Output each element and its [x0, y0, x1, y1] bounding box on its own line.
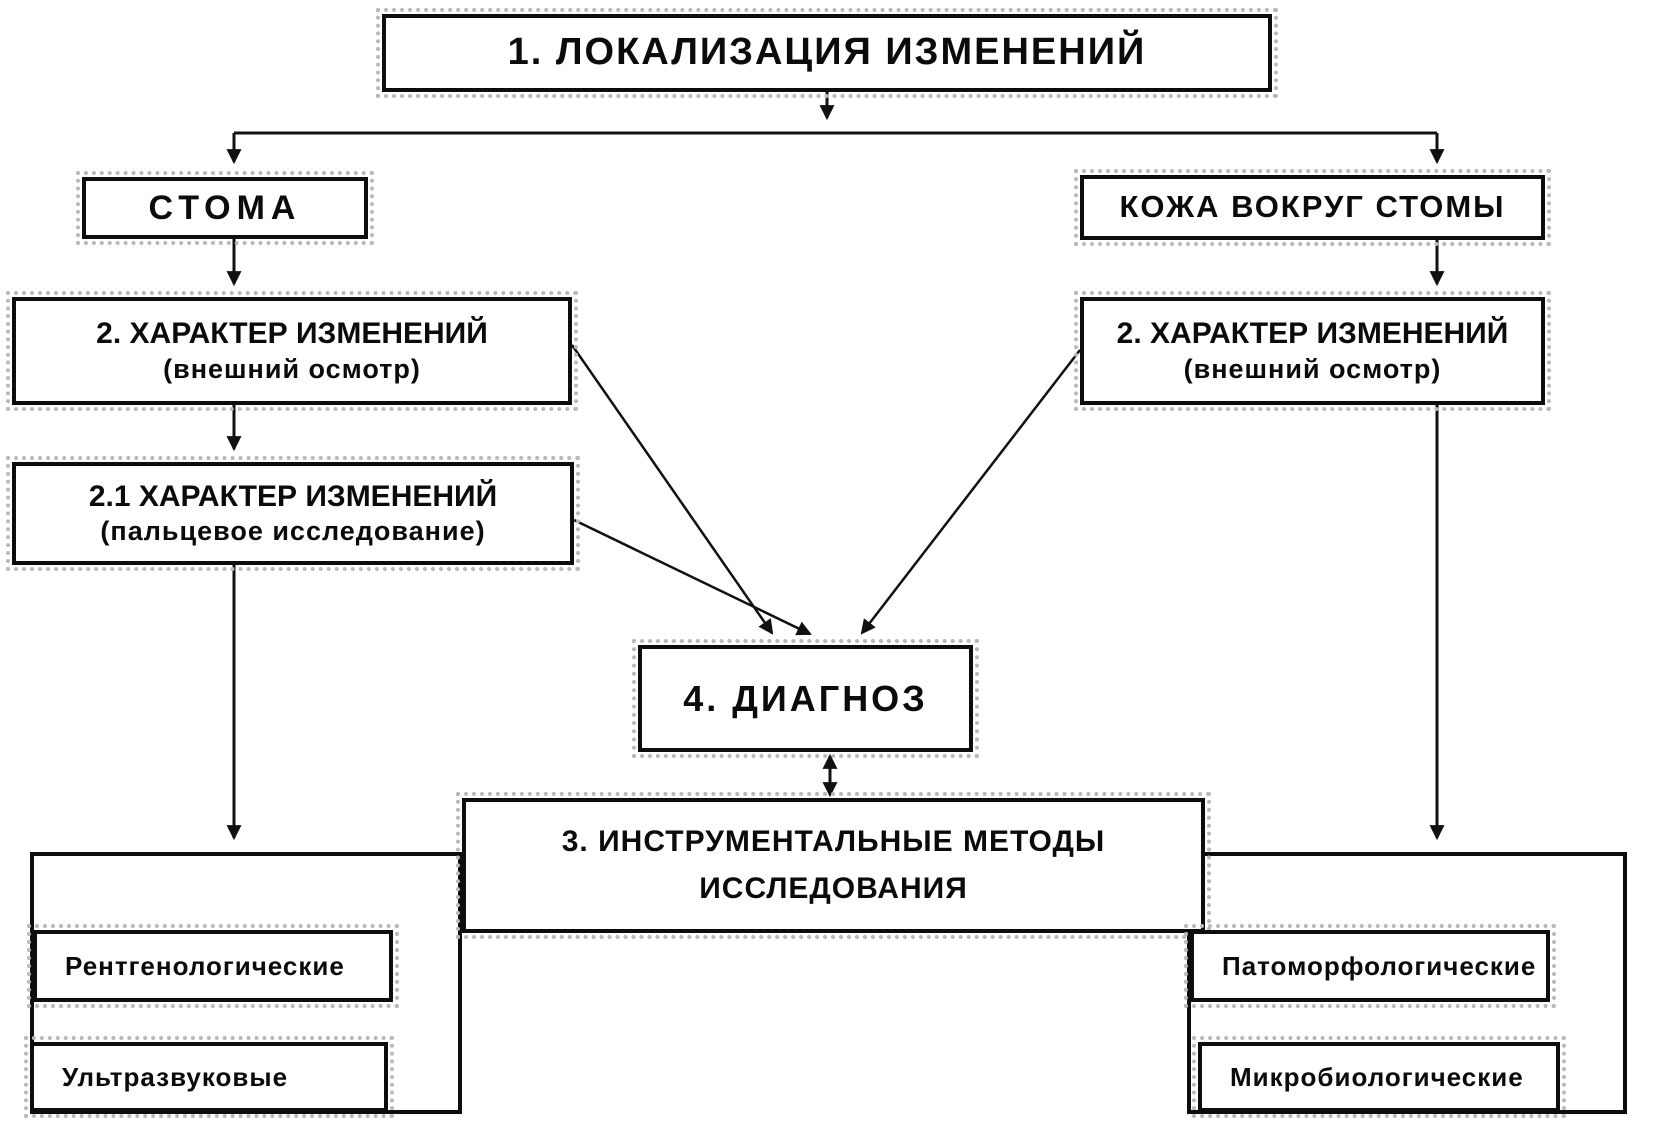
- node-ultrasound-label: Ультразвуковые: [62, 1061, 289, 1092]
- node-diagnosis-label: 4. ДИАГНОЗ: [683, 678, 928, 719]
- node-skin-label: КОЖА ВОКРУГ СТОМЫ: [1119, 189, 1506, 225]
- node-character-digital-label: 2.1 ХАРАКТЕР ИЗМЕНЕНИЙ: [88, 479, 498, 513]
- node-instrumental-label-line1: 3. ИНСТРУМЕНТАЛЬНЫЕ МЕТОДЫ: [561, 825, 1106, 858]
- node-localization-label: 1. ЛОКАЛИЗАЦИЯ ИЗМЕНЕНИЙ: [507, 31, 1147, 74]
- node-pathomorphological-methods: Патоморфологические: [1184, 924, 1556, 1008]
- node-pathomorph-label: Патоморфологические: [1222, 950, 1537, 981]
- node-character-external-left-sublabel: (внешний осмотр): [163, 353, 421, 384]
- node-character-digital-sublabel: (пальцевое исследование): [100, 516, 486, 547]
- connector-char-right-to-diagnosis: [860, 349, 1081, 635]
- node-skin-around-stoma: КОЖА ВОКРУГ СТОМЫ: [1074, 169, 1551, 246]
- node-ultrasound-methods: Ультразвуковые: [24, 1036, 394, 1118]
- node-instrumental-methods: 3. ИНСТРУМЕНТАЛЬНЫЕ МЕТОДЫ ИССЛЕДОВАНИЯ: [456, 792, 1211, 939]
- node-character-external-right: 2. ХАРАКТЕР ИЗМЕНЕНИЙ (внешний осмотр): [1074, 291, 1551, 411]
- connector-char-left-to-diagnosis: [570, 344, 774, 635]
- node-character-digital: 2.1 ХАРАКТЕР ИЗМЕНЕНИЙ (пальцевое исслед…: [6, 456, 580, 571]
- node-microbio-label: Микробиологические: [1230, 1061, 1524, 1092]
- node-character-external-right-label: 2. ХАРАКТЕР ИЗМЕНЕНИЙ: [1116, 317, 1509, 351]
- node-stoma-label: СТОМА: [148, 188, 302, 227]
- node-xray-methods: Рентгенологические: [27, 924, 399, 1008]
- node-stoma: СТОМА: [76, 171, 374, 245]
- node-microbiological-methods: Микробиологические: [1192, 1036, 1566, 1118]
- node-localization: 1. ЛОКАЛИЗАЦИЯ ИЗМЕНЕНИЙ: [376, 8, 1278, 98]
- node-character-external-right-sublabel: (внешний осмотр): [1183, 353, 1442, 384]
- node-xray-label: Рентгенологические: [65, 950, 345, 981]
- connector-digital-to-diagnosis: [573, 518, 812, 636]
- node-character-external-left-label: 2. ХАРАКТЕР ИЗМЕНЕНИЙ: [96, 317, 488, 351]
- node-character-external-left: 2. ХАРАКТЕР ИЗМЕНЕНИЙ (внешний осмотр): [6, 291, 578, 411]
- node-diagnosis: 4. ДИАГНОЗ: [632, 639, 979, 758]
- node-instrumental-label-line2: ИССЛЕДОВАНИЯ: [699, 871, 968, 905]
